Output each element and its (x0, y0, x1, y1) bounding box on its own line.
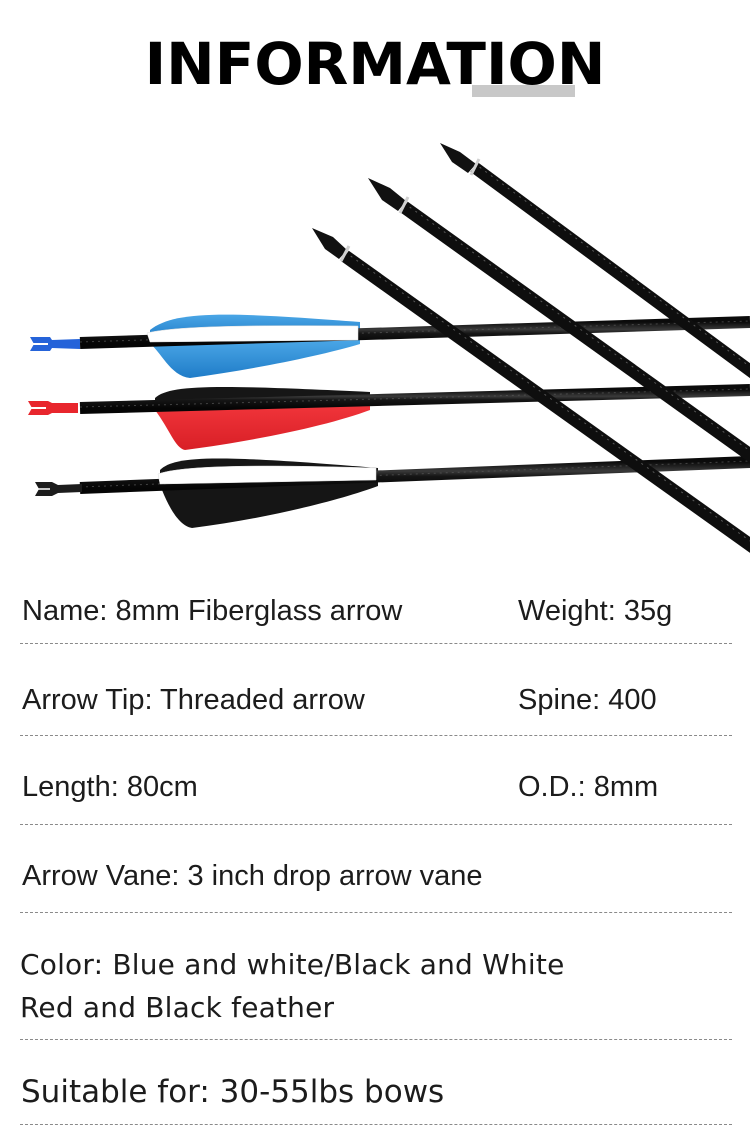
divider-2 (20, 735, 732, 736)
arrow-diagonal-1 (312, 228, 750, 553)
spec-weight: Weight: 35g (518, 595, 673, 627)
spec-color-line-1: Color: Blue and white/Black and White (20, 948, 565, 981)
spec-suitable-for: Suitable for: 30-55lbs bows (21, 1074, 445, 1110)
spec-arrow-vane: Arrow Vane: 3 inch drop arrow vane (22, 860, 483, 892)
spec-length: Length: 80cm (22, 771, 198, 803)
spec-spine: Spine: 400 (518, 684, 657, 716)
product-photo-arrows (28, 143, 750, 553)
divider-4 (20, 912, 732, 913)
page-title-text: INFORMATION (144, 30, 606, 98)
divider-5 (20, 1039, 732, 1040)
spec-name: Name: 8mm Fiberglass arrow (22, 595, 403, 627)
title-highlight-bar (472, 85, 575, 97)
arrow-blue-white (30, 314, 750, 378)
arrow-diagonal-3 (440, 143, 750, 379)
spec-arrow-tip: Arrow Tip: Threaded arrow (22, 684, 365, 716)
divider-3 (20, 824, 732, 825)
divider-1 (20, 643, 732, 644)
page-title: INFORMATION (0, 32, 750, 96)
spec-od: O.D.: 8mm (518, 771, 659, 803)
arrow-diagonal-2 (368, 178, 750, 463)
spec-color-line-2: Red and Black feather (20, 991, 335, 1024)
divider-6 (20, 1124, 732, 1125)
arrow-red-black (28, 384, 750, 450)
